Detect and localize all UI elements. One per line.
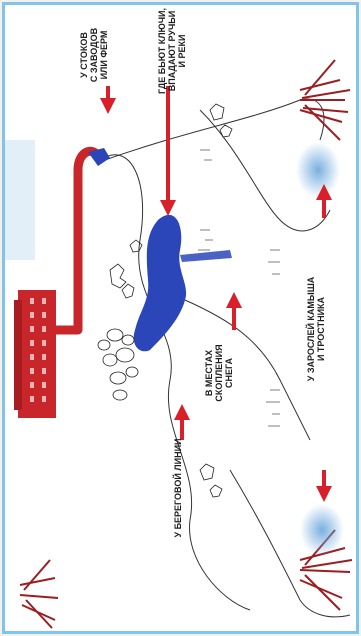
sky-patch [5, 140, 35, 260]
label-snow-line3: СНЕГА [224, 338, 234, 408]
label-factories-line1: У СТОКОВ [79, 25, 89, 85]
factory-building [14, 290, 56, 418]
label-reeds: У ЗАРОСЛЕЙ КАМЫША И ТРОСТНИКА [306, 274, 328, 384]
stream-inlet [180, 250, 232, 262]
label-reeds-line1: У ЗАРОСЛЕЙ КАМЫША [306, 274, 316, 384]
label-factories: У СТОКОВ С ЗАВОДОВ ИЛИ ФЕРМ [79, 25, 109, 85]
label-springs-line1: ГДЕ БЬЮТ КЛЮЧИ, [157, 1, 167, 101]
reeds-left [20, 560, 58, 628]
label-springs: ГДЕ БЬЮТ КЛЮЧИ, ВПАДАЮТ РУЧЬИ И РЕКИ [157, 1, 187, 101]
label-reeds-line2: И ТРОСТНИКА [316, 274, 326, 384]
label-shore: У БЕРЕГОВОЙ ЛИНИИ [173, 433, 185, 543]
label-factories-line2: С ЗАВОДОВ [89, 25, 99, 85]
water-body [134, 215, 186, 351]
label-factories-line3: ИЛИ ФЕРМ [99, 25, 109, 85]
ice-glow-bottom [300, 504, 344, 556]
hill-outline-top [105, 99, 324, 160]
ice-glow-top [296, 142, 340, 198]
reeds-top [300, 60, 350, 140]
label-snow: В МЕСТАХ СКОПЛЕНИЯ СНЕГА [204, 338, 234, 408]
label-snow-line2: СКОПЛЕНИЯ [214, 338, 224, 408]
label-springs-line2: ВПАДАЮТ РУЧЬИ [167, 1, 177, 101]
label-snow-line1: В МЕСТАХ [204, 338, 214, 408]
snow-stones [98, 329, 138, 400]
label-springs-line3: И РЕКИ [177, 1, 187, 101]
label-shore-line1: У БЕРЕГОВОЙ ЛИНИИ [173, 433, 183, 543]
